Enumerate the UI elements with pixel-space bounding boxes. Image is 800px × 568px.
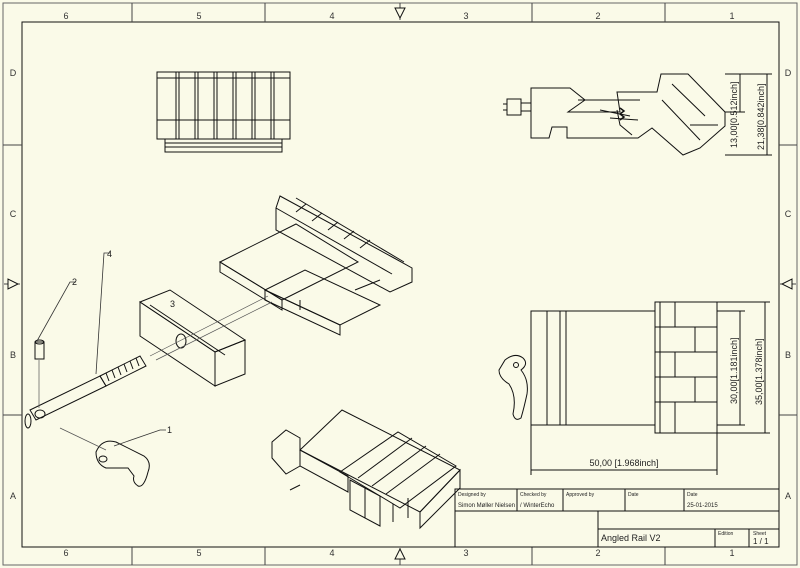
screw-part [24,355,147,429]
zone-top-3: 3 [463,11,468,21]
designed-by: Simon Møller Nielsen [458,503,515,509]
dim-side-height-2: 21,38[0.842inch] [756,83,766,150]
date-label-2: Date [687,492,698,498]
checked-by-label: Checked by [520,492,547,498]
zone-right-D: D [785,68,792,78]
approved-by-label: Approved by [566,492,595,498]
zone-bottom-5: 5 [196,548,201,558]
sheet-label: Sheet [753,531,767,537]
inner-border [21,21,780,548]
zone-left-D: D [10,68,17,78]
edition-label: Edition [718,531,734,537]
balloon-2: 2 [72,277,77,287]
date-label-1: Date [628,492,639,498]
side-view [503,73,772,156]
exploded-view [24,195,461,530]
zone-bottom-2: 2 [595,548,600,558]
front-view [156,71,291,153]
zone-right-B: B [785,350,791,360]
zone-right-A: A [785,491,791,501]
dim-top-height-2: 35,00[1.378inch] [754,338,764,405]
block-part [138,289,247,387]
zone-left-A: A [10,491,16,501]
balloon-1: 1 [167,425,172,435]
top-view [498,301,770,475]
zone-left-C: C [10,209,17,219]
balloon-3: 3 [170,299,175,309]
dim-side-height-1: 13,00[0.512inch] [729,81,739,148]
title-block-text: Designed by Simon Møller Nielsen Checked… [458,492,769,546]
zone-ticks [3,3,797,565]
checked-by: / WinterEcho [520,503,555,509]
center-marks [7,7,793,560]
balloon-labels: 1 2 3 4 [72,249,175,435]
drawing-title: Angled Rail V2 [601,533,661,543]
dim-top-width: 50,00 [1.968inch] [589,458,658,468]
zone-bottom-4: 4 [329,548,334,558]
pin-part [34,339,45,360]
balloon-4: 4 [107,249,112,259]
rail-part [218,195,413,336]
title-block [454,488,780,548]
zone-bottom-1: 1 [729,548,734,558]
zone-bottom-6: 6 [63,548,68,558]
zone-labels: 6 5 4 3 2 1 6 5 4 3 2 1 D C B A D C B A [10,11,792,558]
sheet-number: 1 / 1 [753,537,769,546]
bottom-isometric [271,409,461,530]
zone-top-4: 4 [329,11,334,21]
zone-left-B: B [10,350,16,360]
zone-bottom-3: 3 [463,548,468,558]
dim-top-height-1: 30,00[1.181inch] [729,337,739,404]
zone-top-5: 5 [196,11,201,21]
zone-top-1: 1 [729,11,734,21]
date-value: 25-01-2015 [687,503,718,509]
zone-top-6: 6 [63,11,68,21]
zone-top-2: 2 [595,11,600,21]
zone-right-C: C [785,209,792,219]
designed-by-label: Designed by [458,492,486,498]
lever-part [95,440,150,487]
